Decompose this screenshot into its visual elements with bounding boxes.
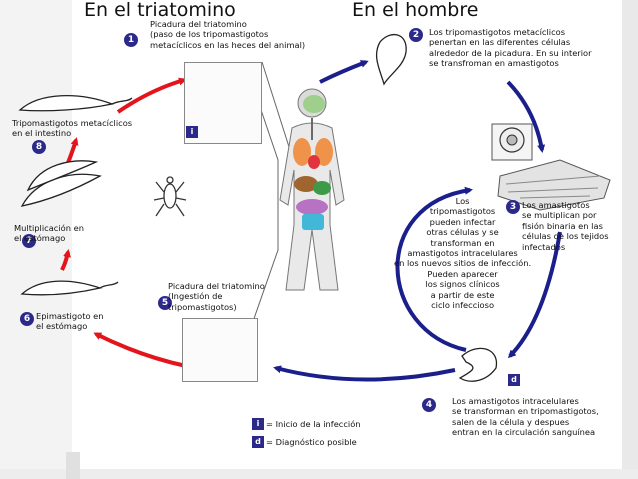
trypanosome-icon [458,347,498,382]
diagnosis-tag: d [508,374,520,386]
slide-corner-accent [66,452,80,479]
arrow-human-3-4 [507,231,562,359]
step-badge-6: 6 [20,312,34,326]
title-hombre: En el hombre [352,0,479,21]
triatomine-bug-icon [153,176,187,217]
slide-bottom-border [0,469,638,479]
bite-image-box-1 [184,62,262,144]
step-label-4: Los amastigotos intracelulares se transf… [452,396,599,438]
step-badge-3: 3 [506,200,520,214]
step-label-3: Los amastigotos se multiplican por fisió… [522,200,609,252]
step-badge-8: 8 [32,140,46,154]
arrow-human-4-5 [273,365,456,382]
step-badge-5: 5 [158,296,172,310]
step-label-5: Picadura del triatomino (Ingestión de tr… [168,281,265,312]
step-badge-1: 1 [124,33,138,47]
step-label-7: Multiplicación en el estómago [14,223,85,244]
center-reinfection-text: Los tripomastigotos pueden infectar otra… [394,196,532,311]
title-triatomino: En el triatomino [84,0,236,21]
step-label-8: Tripomastigotos metacíclicos en el intes… [12,118,133,139]
slide-right-border [622,0,638,479]
arrow-human-1-2 [319,60,369,84]
trypanosome-icon [18,94,133,296]
infection-start-tag: i [186,126,198,138]
cell-icon [491,123,611,211]
arrow-human-2-3 [506,80,546,153]
legend-diagnosis-tag: d [252,436,264,448]
step-badge-2: 2 [409,28,423,42]
bite-image-box-5 [182,318,258,382]
arrow-vector-6-7 [60,249,71,271]
human-body-icon [279,88,345,291]
trypanosome-icon [376,33,407,86]
slide-left-border [0,0,72,479]
legend-start-label: = Inicio de la infección [266,419,361,429]
step-label-1: Picadura del triatomino (paso de los tri… [150,19,306,50]
arrow-vector-8-1 [116,77,187,114]
step-label-2: Los tripomastigotos metacíclicos penerta… [429,27,592,69]
step-label-6: Epimastigoto en el estómago [36,311,104,332]
legend-start-tag: i [252,418,264,430]
step-badge-7: 7 [22,234,36,248]
arrow-vector-5-6 [93,332,187,368]
step-badge-4: 4 [422,398,436,412]
legend-diagnosis-label: = Diagnóstico posible [266,437,357,447]
arrow-reinfection-cycle [395,186,473,352]
